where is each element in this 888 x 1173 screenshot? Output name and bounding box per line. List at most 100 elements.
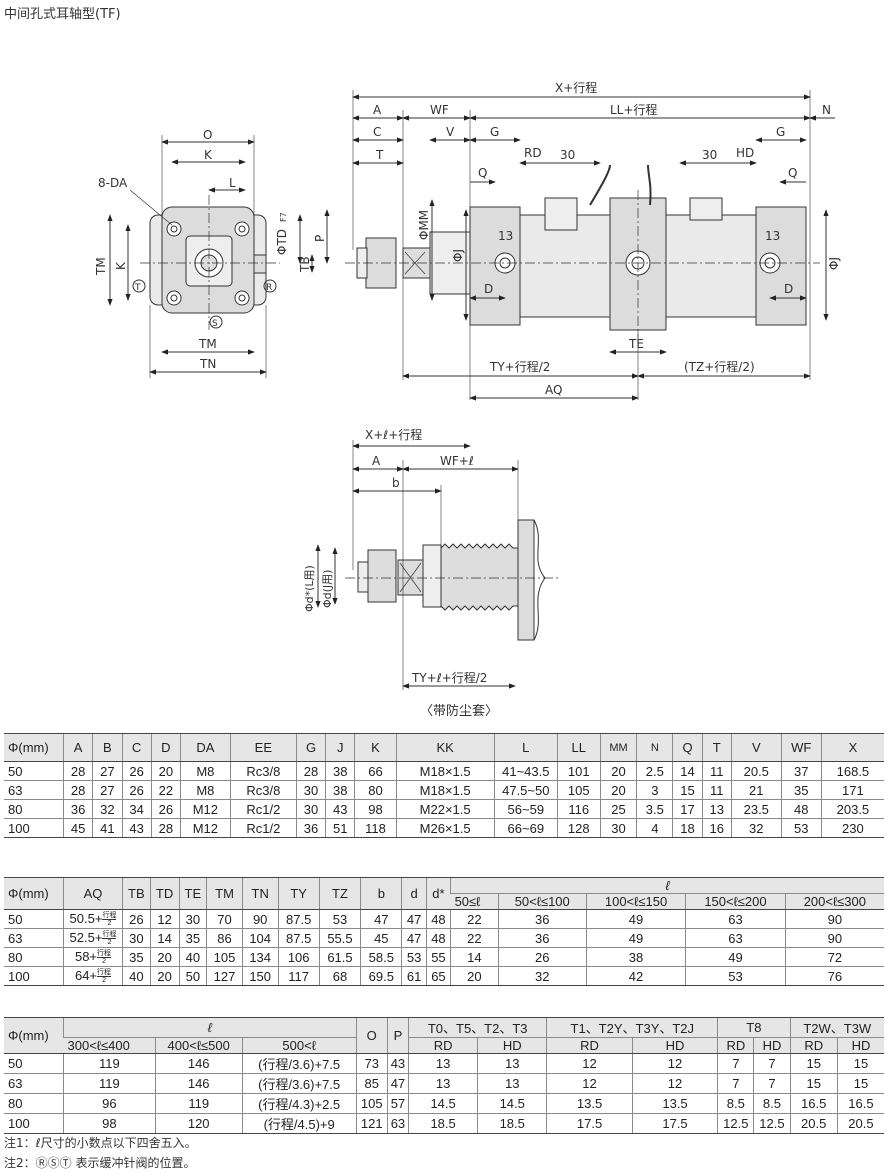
table-cell: 55.5 [318, 928, 361, 948]
table-cell: 12 [631, 1073, 718, 1094]
table-cell: 63 [386, 1113, 409, 1134]
table-cell: 35 [178, 928, 207, 948]
col-subheader: RD [789, 1037, 838, 1054]
table-cell: 20.5 [789, 1113, 838, 1134]
col-header: b [360, 877, 402, 910]
col-group: T2W、T3W [789, 1017, 884, 1038]
dim-p: P [313, 235, 327, 242]
table-cell: 37 [780, 761, 822, 781]
table-cell: 80 [4, 947, 64, 967]
dim-rd: RD [524, 146, 542, 160]
fraction-numerator: 行程 [97, 950, 112, 959]
table-cell: 48 [425, 909, 451, 929]
table-cell: 26 [150, 799, 181, 819]
table-cell: 53 [685, 966, 786, 986]
table-cell: 14.5 [408, 1093, 478, 1114]
table-cell: 12 [631, 1053, 718, 1074]
table-cell: M8 [180, 761, 231, 781]
dim-d-right: D [784, 282, 793, 296]
dim-j-left: ΦJ [451, 249, 465, 262]
table-cell: 38 [325, 780, 355, 800]
dim-x-stroke: X+行程 [555, 80, 597, 95]
dim-k: K [204, 148, 213, 162]
table-cell: 66 [354, 761, 397, 781]
mark-s: S [212, 319, 218, 329]
table-cell: 7 [753, 1073, 791, 1094]
table-cell: 35 [780, 780, 822, 800]
table-cell: 27 [92, 780, 122, 800]
col-header: D [150, 733, 181, 762]
dim-wf: WF [430, 103, 449, 117]
col-header: A [62, 733, 93, 762]
table-cell: 22 [150, 780, 181, 800]
table-cell: M12 [180, 818, 231, 838]
table-cell: 18 [672, 818, 703, 838]
col-header: Φ(mm) [4, 733, 64, 762]
table-cell: 53 [401, 947, 427, 967]
table-cell: 100 [4, 966, 64, 986]
table-cell: 58.5 [360, 947, 402, 967]
table-cell: 73 [355, 1053, 388, 1074]
table-cell: 13 [701, 799, 732, 819]
dim-30-left: 30 [560, 148, 575, 162]
col-subheader: 100<ℓ≤150 [585, 893, 686, 910]
mark-r: R [266, 283, 272, 293]
table-cell: 90 [241, 909, 278, 929]
table-cell: 26 [122, 909, 151, 929]
table-cell: 117 [277, 966, 320, 986]
table-cell: 32 [497, 966, 587, 986]
table-cell: 12.5 [753, 1113, 791, 1134]
table-cell: 50 [178, 966, 207, 986]
col-subheader: RD [408, 1037, 478, 1054]
table-cell: 20 [149, 966, 179, 986]
col-header: B [92, 733, 122, 762]
dim-v: V [446, 125, 455, 139]
col-header: K [354, 733, 397, 762]
table-cell: 63 [685, 928, 786, 948]
dim-x-l-stroke: X+ℓ+行程 [365, 427, 422, 442]
mark-t: T [134, 283, 141, 293]
table-cell: 16 [701, 818, 732, 838]
table-cell: 32 [92, 799, 122, 819]
table-cell: 50 [4, 1053, 64, 1074]
table-cell: 76 [784, 966, 884, 986]
col-header: O [355, 1017, 388, 1054]
table-cell: 15 [789, 1053, 838, 1074]
dim-a: A [373, 103, 382, 117]
table-cell: 25 [599, 799, 637, 819]
aq-base: 52.5+ [69, 929, 103, 945]
col-header: C [121, 733, 152, 762]
table-subheader-row: 300<ℓ≤400 400<ℓ≤500 500<ℓ RD HD RD HD RD… [4, 1037, 884, 1054]
col-group: T1、T2Y、T3Y、T2J [546, 1017, 718, 1038]
table-cell: 100 [4, 818, 64, 838]
table-cell: 47.5~50 [493, 780, 558, 800]
table-cell: 98 [63, 1113, 156, 1134]
boot-view [315, 440, 560, 690]
col-header: DA [180, 733, 231, 762]
table-cell: Rc3/8 [229, 780, 297, 800]
table-cell: 150 [241, 966, 278, 986]
table-cell: 146 [154, 1073, 243, 1094]
dim-j-right: ΦJ [827, 257, 841, 270]
table-cell: 51 [325, 818, 355, 838]
col-subheader: HD [477, 1037, 547, 1054]
table-cell: 30 [295, 799, 326, 819]
table-header-row: Φ(mm) AQ TB TD TE TM TN TY TZ b d d* ℓ [4, 877, 884, 910]
dim-d-star: Φd*(L用) [303, 565, 316, 612]
table-cell: 105 [206, 947, 243, 967]
dim-tz-stroke: (TZ+行程/2) [684, 359, 755, 374]
table-cell: 15 [836, 1073, 884, 1094]
table-cell: 13.5 [546, 1093, 633, 1114]
dim-b: b [392, 476, 400, 490]
spec-table-2: Φ(mm) AQ TB TD TE TM TN TY TZ b d d* ℓ 5… [4, 877, 884, 986]
col-subheader: HD [631, 1037, 718, 1054]
table-cell: 168.5 [820, 761, 884, 781]
